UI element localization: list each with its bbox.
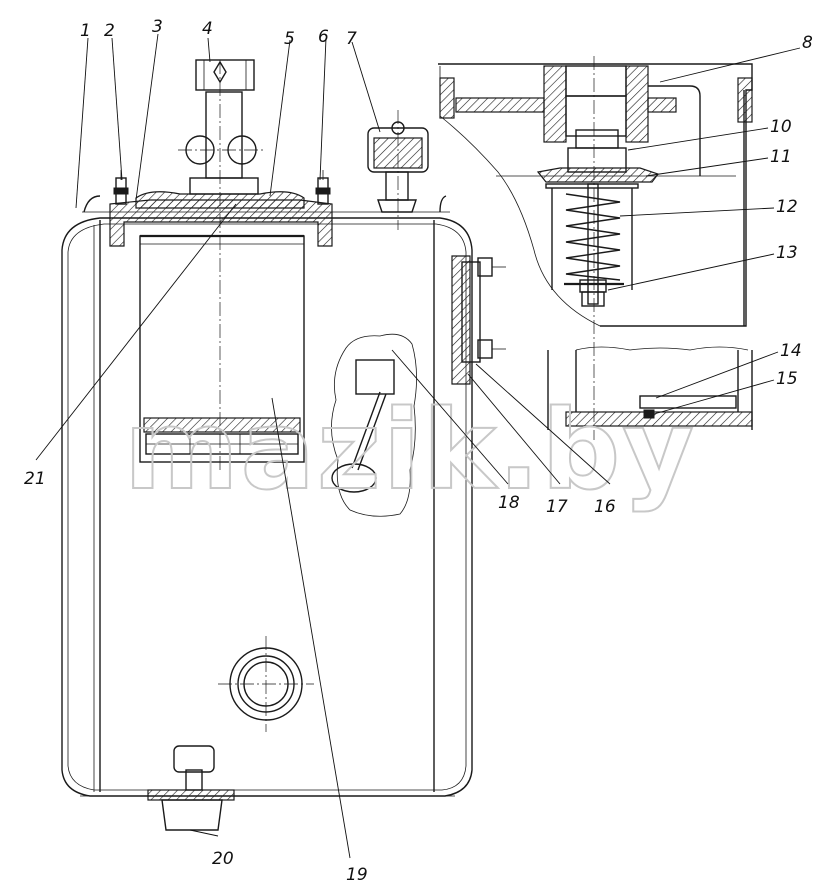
side-sight-window bbox=[451, 255, 506, 385]
watermark: mazik.by bbox=[124, 386, 696, 514]
callout-7: 7 bbox=[346, 29, 357, 49]
bolt-right bbox=[315, 170, 331, 205]
inspection-port bbox=[218, 636, 314, 732]
callout-2: 2 bbox=[104, 21, 115, 41]
filler-valve bbox=[178, 59, 266, 195]
top-cover bbox=[109, 191, 333, 247]
callout-1: 1 bbox=[80, 21, 91, 41]
callout-8: 8 bbox=[802, 33, 813, 53]
callout-15: 15 bbox=[776, 369, 798, 389]
callout-3: 3 bbox=[152, 17, 163, 37]
callout-10: 10 bbox=[770, 117, 792, 137]
drain-plug bbox=[147, 745, 235, 831]
callout-16: 16 bbox=[594, 497, 616, 517]
breather bbox=[367, 110, 429, 230]
bolt-left bbox=[113, 170, 129, 205]
callout-4: 4 bbox=[202, 19, 213, 39]
callout-labels: 1 2 3 4 5 6 7 8 10 11 12 13 14 15 16 17 … bbox=[24, 17, 813, 885]
callout-13: 13 bbox=[776, 243, 798, 263]
callout-6: 6 bbox=[318, 27, 329, 47]
callout-11: 11 bbox=[770, 147, 792, 167]
leader-lines bbox=[35, 33, 801, 859]
detail-view bbox=[438, 56, 753, 440]
float-gauge-cutaway bbox=[331, 333, 417, 517]
callout-5: 5 bbox=[284, 29, 295, 49]
callout-19: 19 bbox=[346, 865, 368, 885]
callout-12: 12 bbox=[776, 197, 798, 217]
callout-17: 17 bbox=[546, 497, 568, 517]
callout-18: 18 bbox=[498, 493, 520, 513]
callout-20: 20 bbox=[212, 849, 234, 869]
callout-21: 21 bbox=[24, 469, 46, 489]
callout-14: 14 bbox=[780, 341, 802, 361]
